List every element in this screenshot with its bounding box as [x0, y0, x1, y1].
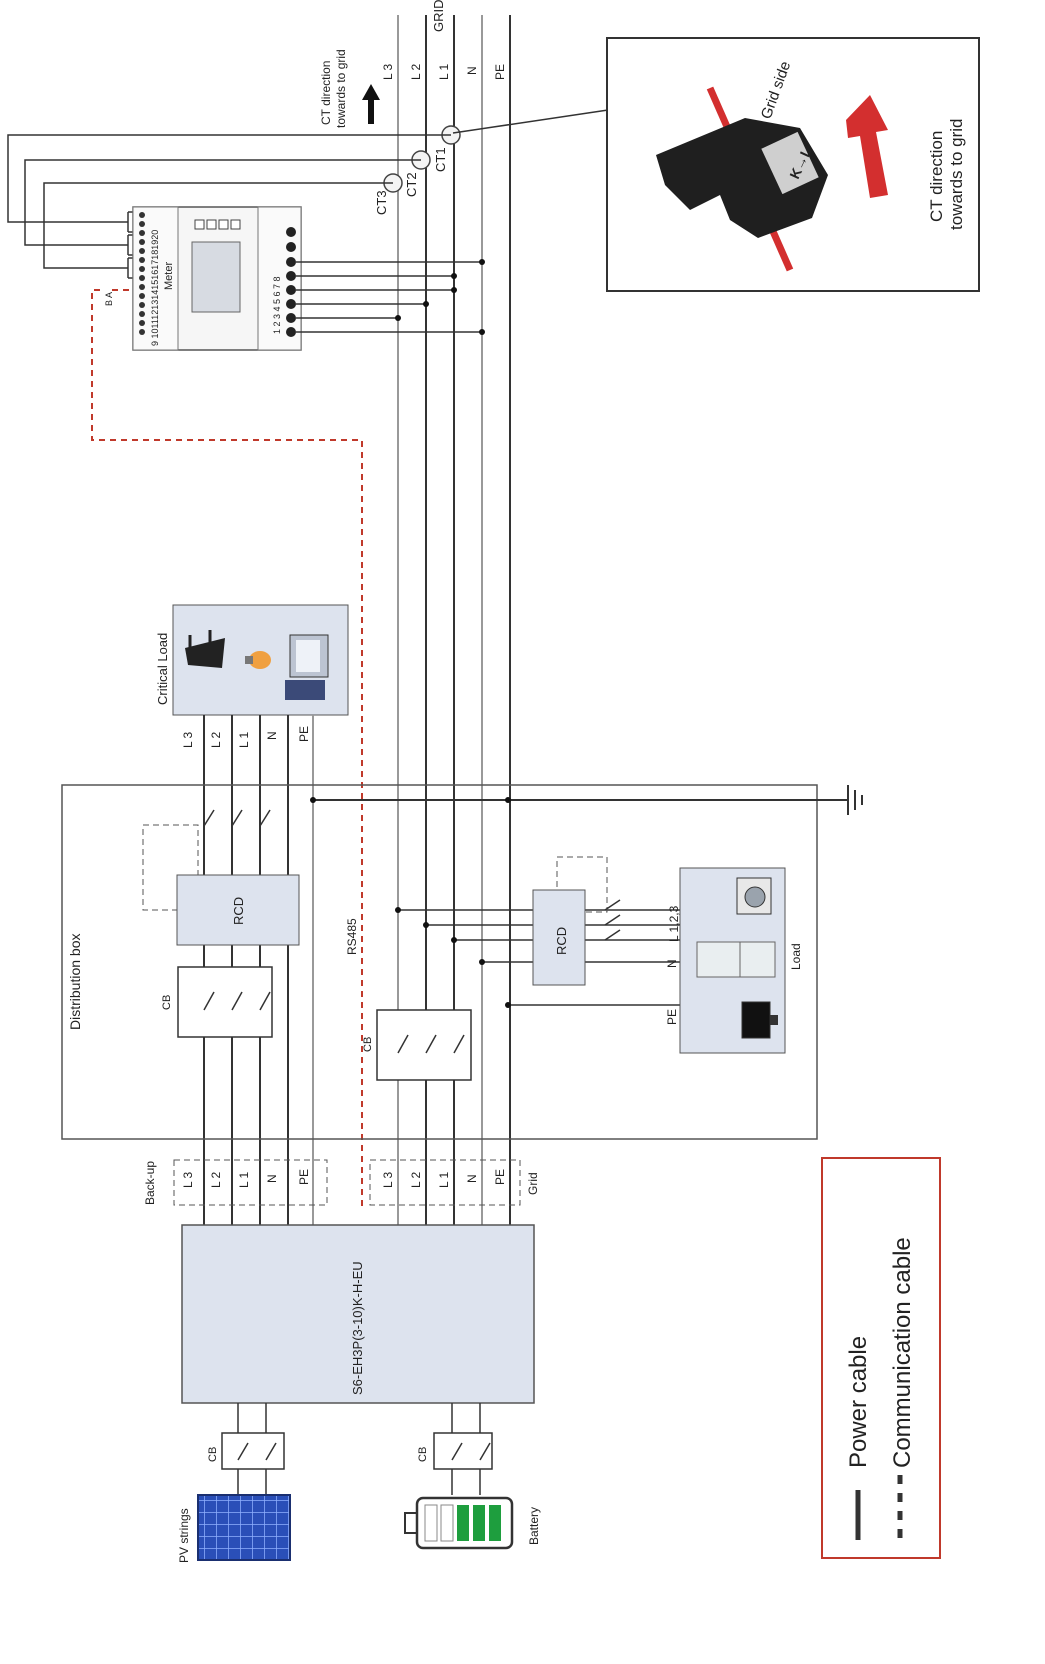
load-line-l: L 1,2,3: [667, 905, 681, 942]
pv-cb-label: CB: [207, 1447, 219, 1462]
ct-inset-direction-line1: CT direction: [927, 131, 946, 222]
ct-inset: K→L Grid side CT direction towards to gr…: [606, 37, 980, 292]
battery-cb-label: CB: [417, 1447, 429, 1462]
ground-bus: [313, 785, 863, 815]
critical-load-l3: L 3: [181, 731, 195, 748]
backup-rcd: RCD: [142, 809, 300, 946]
grid-line-labels: GRID L 3 L 2 L 1 N PE: [381, 0, 507, 80]
rs485-label: RS485: [345, 918, 359, 955]
grid-label-l3: L 3: [381, 63, 395, 80]
light-bulb-icon: [245, 651, 271, 669]
grid-port-l3: L 3: [381, 1171, 395, 1188]
iron-icon: [185, 630, 225, 668]
backup-l1: L 1: [237, 1171, 251, 1188]
grid-cb: CB: [362, 1009, 472, 1081]
ct-direction-top-line2: towards to grid: [334, 49, 348, 128]
pv-cb: CB: [207, 1432, 285, 1470]
load-line-pe: PE: [665, 1009, 679, 1025]
grid-label-l1: L 1: [437, 63, 451, 80]
solar-panel-icon: [197, 1494, 291, 1561]
critical-load-l1: L 1: [237, 731, 251, 748]
pv-label: PV strings: [177, 1508, 191, 1563]
battery-icon: [404, 1496, 514, 1550]
grid-bus-lines: [397, 15, 511, 1300]
ct-direction-top: CT direction towards to grid: [319, 49, 380, 128]
rs485-communication-line: [91, 289, 363, 1210]
meter-lower-numbers: 1 2 3 4 5 6 7 8: [272, 276, 282, 334]
meter-terminal-numbers: 9 1011121314151617181920: [150, 230, 160, 346]
ct1-label: CT1: [433, 147, 448, 172]
ct-direction-arrow-icon: [846, 95, 888, 198]
grid-port-l2: L 2: [409, 1171, 423, 1188]
backup-title: Back-up: [143, 1161, 157, 1205]
load-rcd-label: RCD: [554, 927, 569, 955]
critical-load-line-labels: L 3 L 2 L 1 N PE: [181, 726, 311, 748]
grid-cb-label: CB: [362, 1037, 374, 1052]
critical-load-l2: L 2: [209, 731, 223, 748]
critical-load: Critical Load L 3 L 2 L 1 N PE: [155, 604, 349, 748]
washing-machine-icon: [736, 877, 772, 915]
grid-port-l1: L 1: [437, 1171, 451, 1188]
backup-cb-label: CB: [161, 995, 173, 1010]
grid-port-pe: PE: [493, 1169, 507, 1185]
rs485-terminal-marks: B A: [104, 292, 114, 306]
critical-load-title: Critical Load: [155, 633, 170, 705]
backup-cb: CB: [161, 966, 273, 1038]
up-arrow-icon: [362, 84, 380, 124]
meter-display: [191, 241, 241, 313]
load-title: Load: [789, 943, 803, 970]
television-icon: [741, 1001, 778, 1039]
distribution-box-title: Distribution box: [67, 934, 83, 1031]
computer-icon: [285, 634, 329, 700]
load-box: Load L 1,2,3 N PE: [665, 867, 803, 1054]
grid-port-n: N: [465, 1174, 479, 1183]
grid-port: L 3 L 2 L 1 N PE Grid: [369, 1159, 540, 1206]
svg-text:B A: B A: [104, 292, 114, 306]
ct-labels: CT3 CT2 CT1: [374, 147, 448, 215]
meter-power-wires: [296, 261, 482, 333]
backup-rcd-label: RCD: [231, 897, 246, 925]
load-line-n: N: [665, 959, 679, 968]
ct-sensors: [383, 125, 461, 193]
meter-label: Meter: [163, 262, 175, 290]
load-rcd: RCD: [532, 856, 621, 986]
energy-meter: Meter 9 1011121314151617181920 1 2 3 4 5…: [132, 206, 302, 351]
grid-label-l2: L 2: [409, 63, 423, 80]
critical-load-pe: PE: [297, 726, 311, 742]
ct-inset-direction-line2: towards to grid: [947, 119, 966, 231]
refrigerator-icon: [696, 941, 776, 978]
backup-pe: PE: [297, 1169, 311, 1185]
legend: Power cable Communication cable: [821, 1157, 941, 1559]
ct-direction-top-line1: CT direction: [319, 61, 333, 125]
grid-port-title: Grid: [526, 1172, 540, 1195]
backup-l2: L 2: [209, 1171, 223, 1188]
inset-leader-line: [452, 109, 609, 134]
load-wiring: [398, 909, 680, 1006]
legend-power-label: Power cable: [845, 1336, 872, 1468]
battery-cb: CB: [417, 1432, 493, 1470]
backup-port: Back-up L 3 L 2 L 1 N PE: [143, 1159, 328, 1206]
hybrid-inverter: S6-EH3P(3-10)K-H-EU: [181, 1224, 535, 1404]
grid-label-n: N: [465, 66, 479, 75]
ct3-label: CT3: [374, 190, 389, 215]
backup-l3: L 3: [181, 1171, 195, 1188]
legend-communication-label: Communication cable: [889, 1237, 916, 1468]
backup-n: N: [265, 1174, 279, 1183]
ct-wires: [7, 134, 451, 279]
battery-label: Battery: [527, 1507, 541, 1545]
inverter-model: S6-EH3P(3-10)K-H-EU: [350, 1261, 365, 1395]
ct2-label: CT2: [404, 172, 419, 197]
critical-load-n: N: [265, 731, 279, 740]
grid-label-pe: PE: [493, 64, 507, 80]
grid-title: GRID: [431, 0, 446, 32]
distribution-box: Distribution box: [61, 784, 818, 1140]
